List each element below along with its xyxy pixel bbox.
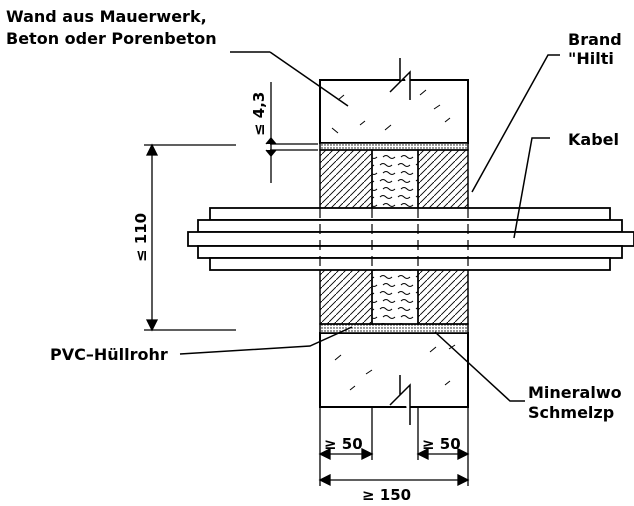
mineral-label-line1: Mineralwo (528, 383, 622, 402)
kabel-label: Kabel (568, 130, 619, 149)
left-width-dimension: ≥ 50 (324, 435, 363, 453)
total-width-dimension: ≥ 150 (362, 486, 411, 504)
dimension-lines (144, 82, 470, 487)
cable-bundle (187, 207, 634, 271)
wall-lower (319, 332, 469, 425)
pvc-label: PVC–Hüllrohr (50, 345, 168, 364)
brand-label-line2: "Hilti (568, 49, 614, 68)
wall-label-line1: Wand aus Mauerwerk, (6, 7, 207, 26)
right-width-dimension: ≥ 50 (422, 435, 461, 453)
wall-upper (319, 58, 469, 144)
brand-label-line1: Brand (568, 30, 622, 49)
top-gap-dimension: ≤ 4,3 (250, 92, 268, 136)
height-dimension: ≤ 110 (132, 213, 150, 262)
wall-label-line2: Beton oder Porenbeton (6, 29, 217, 48)
leader-lines (179, 51, 560, 402)
mineral-label-line2: Schmelzp (528, 403, 614, 422)
